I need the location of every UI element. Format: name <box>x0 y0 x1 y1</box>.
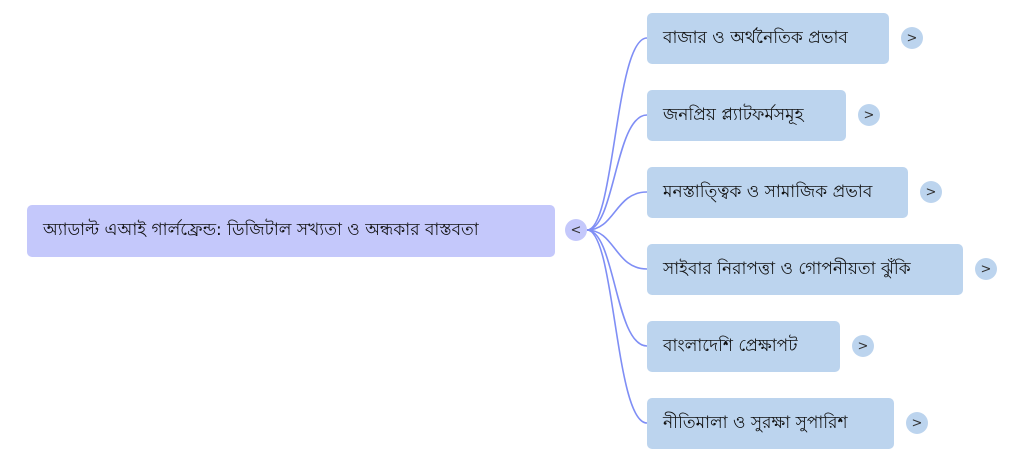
edge <box>586 229 648 424</box>
edge <box>586 229 648 347</box>
expand-toggle[interactable]: > <box>858 104 880 126</box>
edge <box>586 114 648 231</box>
expand-toggle[interactable]: > <box>852 335 874 357</box>
edge <box>586 191 648 231</box>
child-node[interactable]: বাজার ও অর্থনৈতিক প্রভাব <box>647 13 889 64</box>
child-node[interactable]: নীতিমালা ও সুরক্ষা সুপারিশ <box>647 398 894 449</box>
root-node[interactable]: অ্যাডাল্ট এআই গার্লফ্রেন্ড: ডিজিটাল সখ্য… <box>27 205 555 257</box>
child-label: বাংলাদেশি প্রেক্ষাপট <box>663 335 798 356</box>
child-label: নীতিমালা ও সুরক্ষা সুপারিশ <box>663 412 848 433</box>
child-node[interactable]: সাইবার নিরাপত্তা ও গোপনীয়তা ঝুঁকি <box>647 244 963 295</box>
child-label: বাজার ও অর্থনৈতিক প্রভাব <box>663 27 848 48</box>
expand-toggle[interactable]: > <box>920 181 942 203</box>
edge <box>586 37 648 231</box>
collapse-toggle[interactable]: < <box>565 219 587 241</box>
expand-toggle[interactable]: > <box>906 412 928 434</box>
child-node[interactable]: জনপ্রিয় প্ল্যাটফর্মসমূহ <box>647 90 846 141</box>
edge <box>586 229 648 270</box>
child-label: জনপ্রিয় প্ল্যাটফর্মসমূহ <box>663 104 804 125</box>
child-label: সাইবার নিরাপত্তা ও গোপনীয়তা ঝুঁকি <box>663 258 911 279</box>
root-label: অ্যাডাল্ট এআই গার্লফ্রেন্ড: ডিজিটাল সখ্য… <box>43 220 479 240</box>
expand-toggle[interactable]: > <box>975 258 997 280</box>
expand-toggle[interactable]: > <box>901 27 923 49</box>
child-label: মনস্তাত্ত্বিক ও সামাজিক প্রভাব <box>663 181 873 202</box>
child-node[interactable]: মনস্তাত্ত্বিক ও সামাজিক প্রভাব <box>647 167 908 218</box>
child-node[interactable]: বাংলাদেশি প্রেক্ষাপট <box>647 321 840 372</box>
